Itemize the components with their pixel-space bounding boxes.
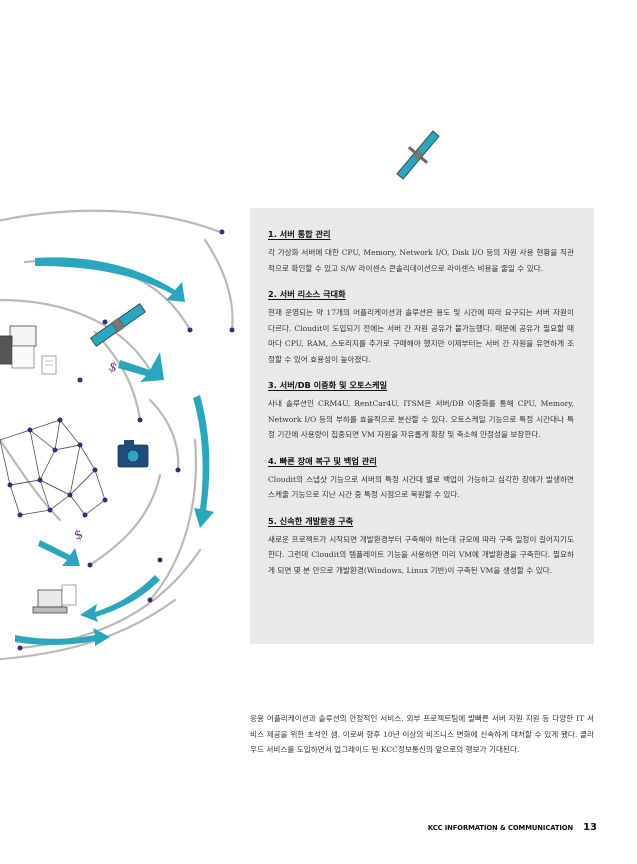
page-footer: KCC INFORMATION & COMMUNICATION 13 bbox=[428, 822, 597, 833]
feature-section-2: 2. 서버 리소스 극대화 현재 운영되는 약 17개의 어플리케이션과 솔루션… bbox=[268, 288, 574, 367]
page-number: 13 bbox=[583, 822, 597, 833]
footer-brand: KCC INFORMATION & COMMUNICATION bbox=[427, 824, 574, 832]
feature-box: 1. 서버 통합 관리 각 가상화 서버에 대한 CPU, Memory, Ne… bbox=[250, 208, 594, 644]
orbit-rings bbox=[0, 209, 234, 661]
satellite-icon bbox=[90, 303, 146, 347]
feature-body: 사내 솔루션인 CRM4U, RentCar4U, ITSM은 서버/DB 이중… bbox=[268, 399, 574, 439]
laptop-icon bbox=[32, 584, 77, 614]
feature-body: Cloudit의 스냅샷 기능으로 서버의 특정 시간대 별로 백업이 가능하고… bbox=[268, 474, 574, 500]
feature-body: 현재 운영되는 약 17개의 어플리케이션과 솔루션은 용도 및 시간에 따라 … bbox=[268, 308, 574, 364]
network-mesh bbox=[0, 419, 106, 516]
feature-section-3: 3. 서버/DB 이중화 및 오토스케일 사내 솔루션인 CRM4U, Rent… bbox=[268, 379, 574, 443]
feature-section-4: 4. 빠른 장애 복구 및 백업 관리 Cloudit의 스냅샷 기능으로 서버… bbox=[268, 455, 574, 503]
feature-section-1: 1. 서버 통합 관리 각 가상화 서버에 대한 CPU, Memory, Ne… bbox=[268, 228, 574, 276]
camera-icon bbox=[117, 440, 149, 468]
computer-icon bbox=[0, 325, 37, 369]
closing-paragraph: 응용 어플리케이션과 솔루션의 안정적인 서비스, 외부 프로젝트팀에 발빠른 … bbox=[250, 714, 594, 754]
feature-body: 각 가상화 서버에 대한 CPU, Memory, Network I/O, D… bbox=[268, 248, 574, 273]
feature-body: 새로운 프로젝트가 시작되면 개발환경부터 구축해야 하는데 규모에 따라 구축… bbox=[268, 534, 574, 575]
network-nodes bbox=[7, 229, 235, 651]
feature-title: 2. 서버 리소스 극대화 bbox=[268, 289, 346, 299]
document-icon bbox=[41, 355, 57, 375]
dollar-icon: $ bbox=[107, 359, 119, 376]
feature-title: 1. 서버 통합 관리 bbox=[268, 229, 331, 239]
dollar-icon: $ bbox=[72, 527, 85, 544]
feature-title: 4. 빠른 장애 복구 및 백업 관리 bbox=[268, 455, 377, 466]
teal-arrows bbox=[15, 257, 214, 646]
feature-section-5: 5. 신속한 개발환경 구축 새로운 프로젝트가 시작되면 개발환경부터 구축해… bbox=[268, 515, 574, 579]
feature-title: 5. 신속한 개발환경 구축 bbox=[268, 515, 354, 526]
feature-title: 3. 서버/DB 이중화 및 오토스케일 bbox=[268, 380, 388, 390]
satellite-icon bbox=[396, 130, 440, 180]
